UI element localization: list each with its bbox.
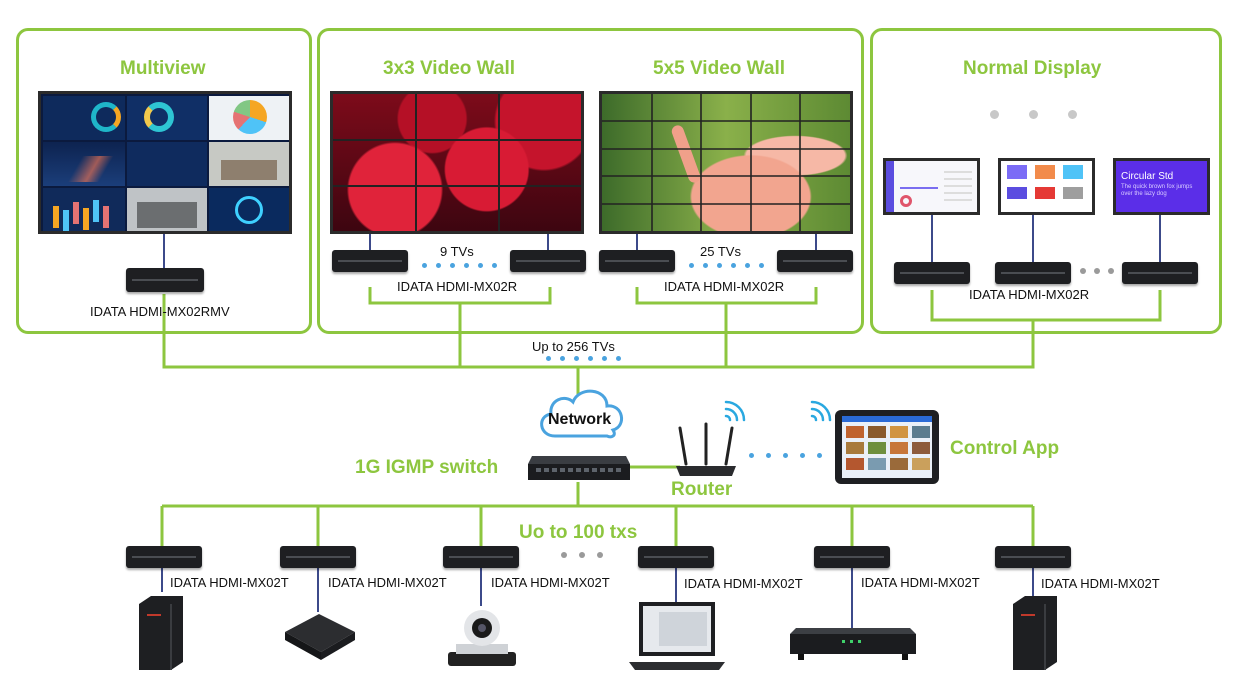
- ptz-camera-icon: [448, 610, 516, 666]
- wall5-device-label: IDATA HDMI-MX02R: [664, 279, 785, 294]
- igmp-switch-icon: [528, 456, 630, 480]
- normal-receiver-3: [1122, 262, 1198, 284]
- tower-pc-icon: [1013, 596, 1057, 670]
- normal-receiver-2: [995, 262, 1071, 284]
- wall5-receiver-right: [777, 250, 853, 272]
- control-app-label: Control App: [950, 438, 1060, 459]
- control-app-tablet: [835, 410, 939, 484]
- normal-device-label: IDATA HDMI-MX02R: [969, 287, 1090, 302]
- transmitter-ellipsis-dots: [561, 552, 603, 558]
- multiview-receiver-device: [126, 268, 204, 292]
- transmitter-5: [814, 546, 890, 568]
- multiview-panel: [16, 28, 312, 334]
- transmitter-1: [126, 546, 202, 568]
- transmitter-6: [995, 546, 1071, 568]
- network-cloud-icon: [540, 389, 623, 439]
- transmitter-3-label: IDATA HDMI-MX02T: [491, 575, 610, 590]
- multiview-screen: [38, 91, 292, 234]
- multiview-device-label: IDATA HDMI-MX02RMV: [90, 304, 230, 319]
- streaming-box-icon: [285, 614, 355, 660]
- normal-receiver-ellipsis-dots: [1080, 268, 1114, 274]
- wall3-receiver-left: [332, 250, 408, 272]
- wall5-screen: [599, 91, 853, 234]
- normal-display-ellipsis-dots: [990, 110, 1077, 119]
- router-label: Router: [671, 479, 733, 500]
- dvr-recorder-icon: [790, 628, 916, 660]
- transmitter-2: [280, 546, 356, 568]
- router-wifi-icon: [724, 400, 746, 422]
- wall5-title: 5x5 Video Wall: [653, 58, 785, 79]
- tablet-wifi-icon: [810, 400, 832, 422]
- transmitter-3: [443, 546, 519, 568]
- wall5-count-label: 25 TVs: [700, 244, 741, 259]
- wall3-title: 3x3 Video Wall: [383, 58, 515, 79]
- router-icon: [676, 422, 736, 476]
- normal-display-3: Circular Std The quick brown fox jumps o…: [1113, 158, 1210, 215]
- capacity-label: Up to 256 TVs: [532, 339, 615, 354]
- transmitter-2-label: IDATA HDMI-MX02T: [328, 575, 447, 590]
- transmitter-6-label: IDATA HDMI-MX02T: [1041, 576, 1160, 591]
- wall3-screen: [330, 91, 584, 234]
- wall3-receiver-right: [510, 250, 586, 272]
- normal-display-1: [883, 158, 980, 215]
- normal-display-3-text: The quick brown fox jumps over the lazy …: [1121, 184, 1193, 197]
- normal-display-2: [998, 158, 1095, 215]
- laptop-icon: [629, 602, 725, 670]
- wall3-count-label: 9 TVs: [440, 244, 474, 259]
- wireless-link-dots: [749, 453, 822, 458]
- wall3-device-label: IDATA HDMI-MX02R: [397, 279, 518, 294]
- network-cloud-label: Network: [548, 411, 612, 428]
- transmitter-count-label: Uo to 100 txs: [519, 522, 638, 543]
- wall5-receiver-left: [599, 250, 675, 272]
- transmitter-1-label: IDATA HDMI-MX02T: [170, 575, 289, 590]
- normal-display-title: Normal Display: [963, 58, 1102, 79]
- tower-pc-icon: [139, 596, 183, 670]
- transmitter-4: [638, 546, 714, 568]
- normal-display-3-title: Circular Std: [1121, 171, 1174, 182]
- transmitter-5-label: IDATA HDMI-MX02T: [861, 575, 980, 590]
- wall5-grid: [602, 94, 850, 231]
- wall5-ellipsis-dots: [689, 263, 764, 268]
- video-wall-panel: [317, 28, 864, 334]
- normal-display-panel: [870, 28, 1222, 334]
- switch-label: 1G IGMP switch: [355, 457, 499, 478]
- transmitter-4-label: IDATA HDMI-MX02T: [684, 576, 803, 591]
- wall3-ellipsis-dots: [422, 263, 497, 268]
- multiview-title: Multiview: [120, 58, 206, 79]
- normal-receiver-1: [894, 262, 970, 284]
- wall3-grid: [333, 94, 581, 231]
- capacity-ellipsis-dots: [546, 356, 621, 361]
